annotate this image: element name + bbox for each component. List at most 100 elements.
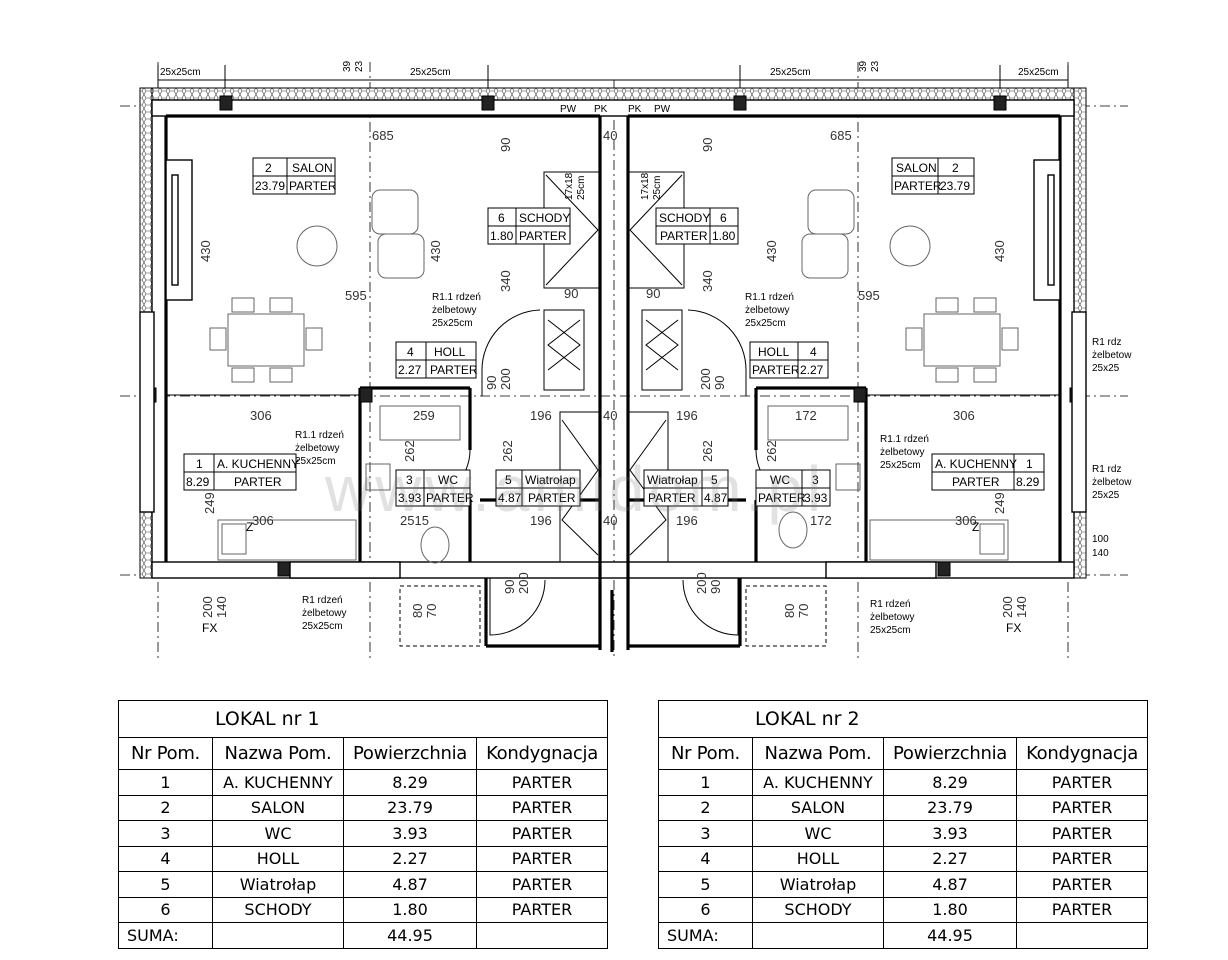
svg-text:23.79: 23.79 — [255, 179, 285, 193]
cell-level: PARTER — [1015, 845, 1149, 872]
cell-level: PARTER — [1015, 871, 1149, 898]
cell-name: Wiatrołap — [752, 871, 884, 898]
cell-nr: 2 — [118, 794, 213, 821]
svg-text:PARTER: PARTER — [648, 491, 696, 505]
room-label-holl-left: 4 HOLL 2.27 PARTER — [395, 341, 478, 379]
cell-area: 3.93 — [343, 820, 477, 847]
header-area: Powierzchnia — [343, 737, 477, 770]
svg-text:R1.1 rdzeń: R1.1 rdzeń — [295, 430, 344, 441]
svg-text:196: 196 — [676, 513, 698, 528]
table-sum-row: SUMA:44.95 — [118, 922, 609, 949]
svg-text:25x25cm: 25x25cm — [160, 67, 201, 78]
svg-text:249: 249 — [992, 492, 1007, 514]
header-name: Nazwa Pom. — [212, 737, 344, 770]
cell-level: PARTER — [1015, 820, 1149, 847]
svg-text:PK: PK — [594, 104, 608, 115]
columns — [145, 95, 1081, 577]
svg-text:200: 200 — [200, 596, 215, 618]
svg-text:4: 4 — [810, 345, 817, 359]
staircase — [543, 171, 685, 563]
table-header-row: Nr Pom. Nazwa Pom. Powierzchnia Kondygna… — [658, 737, 1149, 770]
svg-text:430: 430 — [428, 240, 443, 262]
header-level: Kondygnacja — [475, 737, 609, 770]
svg-text:2: 2 — [265, 161, 272, 175]
cell-area: 1.80 — [343, 896, 477, 923]
windows — [139, 159, 1087, 579]
svg-text:259: 259 — [413, 408, 435, 423]
svg-text:100: 100 — [1092, 534, 1109, 545]
cell-name: HOLL — [752, 845, 884, 872]
header-level: Kondygnacja — [1015, 737, 1149, 770]
cell-level: PARTER — [1015, 769, 1149, 796]
svg-text:595: 595 — [345, 288, 367, 303]
svg-text:196: 196 — [530, 513, 552, 528]
cell-area: 2.27 — [883, 845, 1017, 872]
svg-text:23: 23 — [354, 60, 365, 72]
svg-text:430: 430 — [198, 240, 213, 262]
svg-text:Z: Z — [246, 520, 253, 534]
svg-text:PARTER: PARTER — [426, 491, 474, 505]
svg-text:Wiatrołap: Wiatrołap — [525, 473, 576, 487]
svg-text:FX: FX — [202, 621, 217, 635]
ring-beam-notes: R1.1 rdzeń żelbetowy 25x25cm R1.1 rdzeń … — [295, 292, 1132, 636]
cell-nr: 1 — [658, 769, 753, 796]
cell-level: PARTER — [1015, 896, 1149, 923]
lokal-2-table: LOKAL nr 2 Nr Pom. Nazwa Pom. Powierzchn… — [657, 700, 1149, 949]
room-label-wc-left: 3 WC 3.93 PARTER — [395, 469, 474, 507]
svg-text:23: 23 — [870, 60, 881, 72]
svg-text:1: 1 — [196, 457, 203, 471]
svg-text:2: 2 — [952, 161, 959, 175]
cell-area: 3.93 — [883, 820, 1017, 847]
svg-text:żelbetowy: żelbetowy — [295, 443, 339, 454]
svg-text:25cm: 25cm — [652, 176, 663, 200]
svg-text:70: 70 — [424, 604, 439, 618]
svg-text:40: 40 — [603, 513, 617, 528]
svg-text:25x25cm: 25x25cm — [302, 621, 343, 632]
svg-text:PARTER: PARTER — [752, 363, 800, 377]
svg-text:196: 196 — [530, 408, 552, 423]
cell-level: PARTER — [475, 845, 609, 872]
svg-text:A. KUCHENNY: A. KUCHENNY — [935, 457, 1017, 471]
svg-text:306: 306 — [250, 408, 272, 423]
svg-text:200: 200 — [498, 368, 513, 390]
cell-nr: 4 — [118, 845, 213, 872]
svg-text:40: 40 — [603, 408, 617, 423]
svg-text:262: 262 — [700, 440, 715, 462]
svg-text:90: 90 — [564, 286, 578, 301]
svg-text:140: 140 — [1092, 548, 1109, 559]
svg-text:4.87: 4.87 — [704, 491, 728, 505]
svg-text:PARTER: PARTER — [519, 229, 567, 243]
cell-name: SCHODY — [752, 896, 884, 923]
cell-level: PARTER — [475, 871, 609, 898]
empty-cell — [475, 922, 609, 949]
floor-plan: 25x25cm 25x25cm 39 23 685 430 430 595 90… — [120, 60, 1132, 660]
empty-cell — [212, 922, 344, 949]
svg-text:R1 rdzeń: R1 rdzeń — [870, 599, 911, 610]
svg-text:17x18: 17x18 — [564, 172, 575, 200]
svg-text:685: 685 — [372, 128, 394, 143]
room-label-kuchenny-left: 1 A. KUCHENNY 8.29 PARTER — [183, 453, 299, 491]
svg-text:90: 90 — [712, 376, 727, 390]
sum-label: SUMA: — [658, 922, 753, 949]
svg-text:25x25: 25x25 — [1092, 363, 1120, 374]
table-sum-row: SUMA:44.95 — [658, 922, 1149, 949]
header-nr: Nr Pom. — [118, 737, 213, 770]
header-nr: Nr Pom. — [658, 737, 753, 770]
cell-area: 8.29 — [343, 769, 477, 796]
room-label-schody-right: SCHODY 6 PARTER 1.80 — [655, 207, 739, 245]
cell-name: A. KUCHENNY — [752, 769, 884, 796]
svg-text:żelbetowy: żelbetowy — [880, 447, 924, 458]
svg-text:PARTER: PARTER — [430, 363, 478, 377]
svg-text:2.27: 2.27 — [800, 363, 824, 377]
cell-area: 2.27 — [343, 845, 477, 872]
svg-text:PARTER: PARTER — [528, 491, 576, 505]
svg-text:430: 430 — [764, 240, 779, 262]
cell-level: PARTER — [475, 794, 609, 821]
svg-text:2515: 2515 — [400, 513, 429, 528]
svg-text:90: 90 — [700, 138, 715, 152]
watermark: www.amidom.pl — [325, 453, 826, 525]
svg-text:196: 196 — [676, 408, 698, 423]
